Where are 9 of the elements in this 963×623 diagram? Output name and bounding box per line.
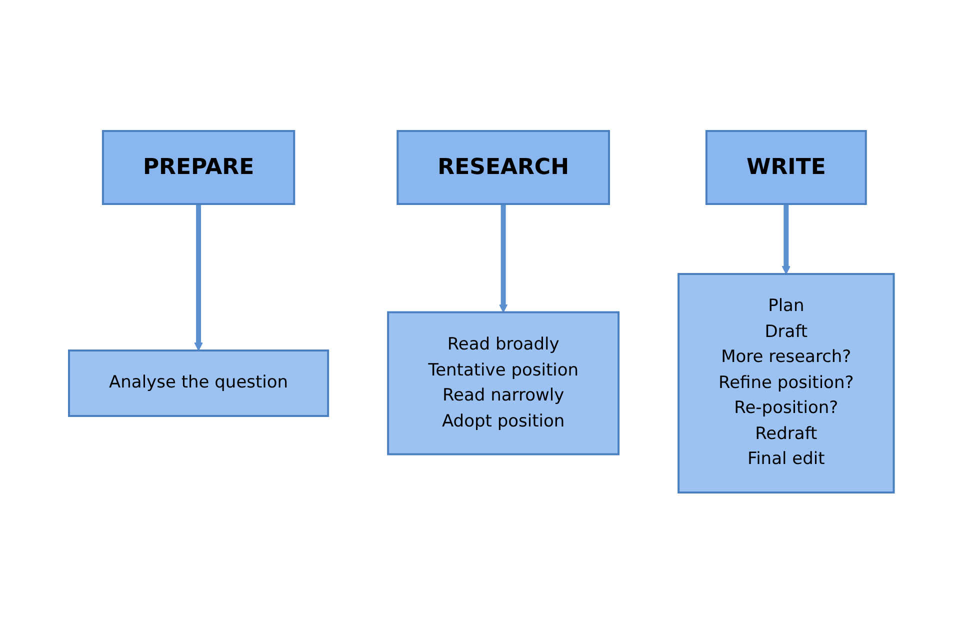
arrow bbox=[499, 204, 508, 312]
arrow bbox=[782, 204, 791, 274]
node-box: WRITE bbox=[706, 130, 867, 205]
node-box: Plan Draft More research? Refine position? Re-position? Redraft Final edit bbox=[678, 272, 895, 494]
node-box: Read broadly Tentative position Read narrowly Adopt position bbox=[387, 311, 620, 455]
node-box: PREPARE bbox=[102, 130, 296, 205]
arrow bbox=[194, 204, 204, 351]
node-box: Analyse the question bbox=[68, 349, 330, 417]
node-box: RESEARCH bbox=[396, 130, 610, 205]
